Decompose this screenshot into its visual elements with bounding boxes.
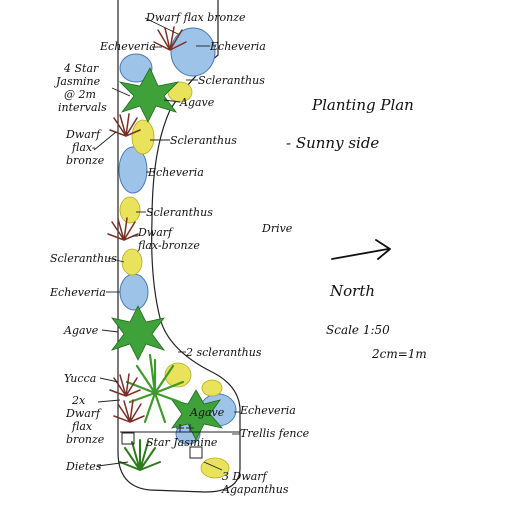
label-dwarf-flax-2x: 2x Dwarf flax bronze	[65, 394, 105, 446]
flax-plant	[107, 217, 139, 241]
label-dietes: Dietes	[65, 460, 102, 473]
label-agave-3: Agave	[189, 406, 225, 419]
flax-plant	[109, 113, 141, 137]
flax-plant	[153, 26, 187, 51]
svg-text:bronze: bronze	[66, 154, 105, 167]
label-scleranthus-2: Scleranthus	[170, 134, 237, 147]
leader-lines	[93, 17, 240, 471]
scleranthus-plant	[119, 196, 141, 224]
echeveria-plant	[170, 27, 216, 77]
flax-group	[107, 26, 187, 423]
label-2-scleranthus: 2 scleranthus	[185, 346, 262, 359]
agave-plant	[118, 67, 180, 123]
svg-text:bronze: bronze	[66, 433, 105, 446]
north-arrow	[331, 239, 391, 260]
svg-text:flax-: flax-	[71, 141, 96, 154]
north-label: North	[329, 282, 375, 300]
svg-text:flax: flax	[71, 420, 93, 433]
label-scleranthus-4: Scleranthus	[50, 252, 117, 265]
label-scleranthus-1: Scleranthus	[198, 74, 265, 87]
echeveria-plant	[119, 273, 149, 311]
label-dwarf-flax-2: Dwarf flax- bronze	[65, 128, 105, 167]
svg-text:3 Dwarf: 3 Dwarf	[222, 470, 269, 483]
trellis-fence	[120, 424, 240, 459]
svg-text:flax-bronze: flax-bronze	[137, 239, 200, 252]
svg-text:Dwarf: Dwarf	[65, 407, 102, 420]
svg-text:2x: 2x	[71, 394, 86, 407]
svg-text:Dwarf: Dwarf	[137, 226, 174, 239]
label-agave-1: Agave	[179, 96, 215, 109]
scale-ratio: 2cm=1m	[371, 347, 427, 361]
label-star-jasmine: Star Jasmine	[146, 436, 218, 449]
label-echeveria-4: Echeveria	[239, 404, 296, 417]
label-drive: Drive	[261, 222, 293, 235]
svg-text:Dwarf: Dwarf	[65, 128, 102, 141]
label-dwarf-flax-top: Dwarf flax bronze	[145, 11, 246, 24]
label-agapanthus: 3 Dwarf Agapanthus	[221, 470, 289, 496]
yucca-plant	[125, 353, 185, 424]
scleranthus-plant	[131, 119, 155, 155]
label-echeveria-right: Echeveria	[209, 40, 266, 53]
echeveria-plant	[119, 53, 153, 83]
scleranthus-plant	[201, 379, 223, 397]
svg-text:@ 2m: @ 2m	[64, 88, 96, 101]
scale-label: Scale 1:50	[326, 323, 390, 337]
flax-plant	[113, 399, 145, 423]
label-star-jasmine-note: 4 Star Jasmine @ 2m intervals	[54, 62, 107, 114]
label-echeveria-2: Echeveria	[147, 166, 204, 179]
svg-text:Jasmine: Jasmine	[54, 75, 101, 88]
agave-plant	[110, 305, 166, 361]
label-trellis-fence: Trellis fence	[240, 427, 310, 440]
label-yucca: Yucca	[64, 372, 96, 385]
label-dwarf-flax-3: Dwarf flax-bronze	[137, 226, 200, 252]
scleranthus-plant	[121, 248, 143, 276]
label-agave-2: Agave	[63, 324, 99, 337]
scleranthus-group	[119, 81, 230, 479]
label-echeveria-3: Echeveria	[49, 286, 106, 299]
plan-title: Planting Plan	[311, 96, 414, 114]
bed-outline	[117, 0, 241, 493]
label-echeveria-left: Echeveria	[99, 40, 156, 53]
svg-text:intervals: intervals	[58, 101, 107, 114]
svg-text:Agapanthus: Agapanthus	[221, 483, 289, 496]
dietes-plant	[119, 439, 161, 471]
svg-text:4 Star: 4 Star	[63, 62, 99, 75]
echeveria-plant	[118, 146, 148, 194]
flax-plant	[109, 373, 141, 397]
scleranthus-plant	[200, 457, 230, 479]
label-scleranthus-3: Scleranthus	[146, 206, 213, 219]
plan-subtitle: - Sunny side	[286, 134, 379, 152]
